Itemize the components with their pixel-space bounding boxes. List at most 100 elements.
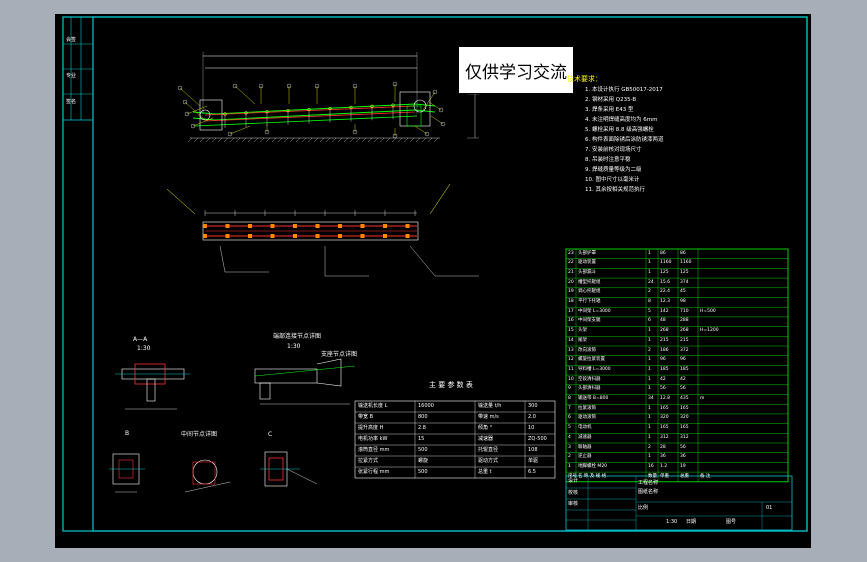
part-balloon — [352, 83, 358, 89]
plan-bolt — [248, 234, 252, 238]
ground-hatch — [367, 137, 373, 143]
part-balloon — [440, 121, 446, 127]
param-table-frame — [354, 400, 556, 479]
left-strip — [62, 16, 94, 121]
plan-leader — [219, 245, 226, 273]
part-balloon — [190, 123, 196, 129]
bom-cell: 22 — [568, 260, 574, 266]
bom-cell: 125 — [660, 269, 669, 275]
bom-cell: 1 — [648, 366, 651, 372]
bom-cell: 电动机 — [578, 425, 592, 431]
bom-cell: 8 — [568, 396, 571, 401]
note-line: 1. 本设计执行 GB50017-2017 — [585, 87, 663, 93]
bom-cell: 平行下托辊 — [578, 299, 601, 304]
frame-chord-bottom — [204, 111, 416, 122]
bom-cell: 5 — [648, 308, 651, 314]
idler — [370, 104, 374, 108]
bom-cell: 6 — [568, 415, 571, 421]
ground-hatch — [265, 137, 271, 143]
part-balloon — [314, 83, 320, 89]
bom-cell: 1 — [648, 328, 651, 334]
idler — [307, 107, 311, 112]
ground-hatch — [301, 137, 307, 143]
bom-cell: 165 — [660, 405, 669, 411]
plan-bolt — [270, 234, 275, 238]
bom-cell: 28 — [660, 444, 666, 450]
param-cell: 电机功率 kW — [358, 436, 388, 442]
param-cell: 15 — [418, 436, 425, 442]
ground-hatch — [373, 137, 379, 143]
leader-line — [234, 85, 256, 105]
ground-hatch — [391, 137, 397, 143]
idler — [391, 103, 395, 107]
plan-bolt — [383, 234, 387, 238]
bom-cell: 逆止器 — [578, 454, 592, 460]
bom-cell: 4 — [568, 434, 571, 440]
plan-bolt — [203, 234, 207, 238]
param-cell: 螺旋 — [418, 458, 429, 464]
detail-2-plate — [192, 461, 216, 485]
param-cell: 输送量 t/h — [478, 403, 502, 409]
plan-bolt — [405, 234, 410, 238]
part-balloon — [177, 85, 183, 91]
bom-cell: 18 — [568, 299, 574, 304]
bom-cell: 15.6 — [660, 279, 671, 285]
part-balloon — [258, 83, 264, 89]
detail-1-bracket — [316, 358, 342, 387]
bom-cell: 374 — [680, 279, 689, 285]
note-line: 7. 安装前核对现场尺寸 — [585, 147, 642, 153]
plan-bolt — [248, 224, 252, 228]
param-cell: 500 — [418, 469, 428, 475]
plan-bolt — [315, 234, 320, 238]
param-cell: 提升高度 H — [358, 425, 384, 431]
bom-cell: 尾架 — [578, 337, 587, 343]
bom-cell: 215 — [660, 337, 669, 343]
bom-cell: 435 — [680, 396, 689, 401]
ground-hatch — [433, 137, 439, 143]
ground-hatch — [271, 137, 277, 143]
plan-outline — [202, 221, 419, 241]
ground-hatch — [223, 137, 229, 143]
bom-cell: 98 — [680, 299, 686, 304]
note-line: 5. 螺栓采用 8.8 级高强螺栓 — [585, 127, 654, 133]
param-cell: 驱动方式 — [478, 458, 499, 464]
bom-cell: 14 — [568, 337, 574, 343]
bom-cell: 地脚螺栓 M20 — [578, 463, 608, 469]
bom-cell: 头部清扫器 — [578, 386, 601, 392]
bom-cell: 头部护罩 — [578, 250, 596, 256]
bom-cell: 中间架 L=3000 — [578, 308, 611, 314]
idler — [286, 109, 290, 113]
bom-cell: 186 — [660, 347, 669, 353]
plan-bolt — [360, 234, 365, 238]
ground-hatch — [199, 137, 205, 143]
ground-hatch — [337, 137, 343, 143]
ground-hatch — [259, 137, 265, 143]
note-line: 2. 钢材采用 Q235-B — [585, 97, 637, 103]
bom-cell: 槽型托辊组 — [578, 279, 601, 285]
bom-cell: 96 — [680, 357, 686, 363]
bom-cell: 1 — [648, 415, 651, 421]
part-balloon — [424, 131, 430, 137]
bom-cell: 96 — [660, 357, 666, 363]
ground-hatch — [283, 137, 289, 143]
ground-hatch — [193, 137, 199, 143]
ground-hatch — [229, 137, 235, 143]
param-cell: 16000 — [418, 403, 434, 409]
ground-hatch — [403, 137, 409, 143]
bom-cell: 1 — [648, 454, 651, 460]
ground-hatch — [247, 137, 253, 143]
bom-cell: 19 — [568, 289, 574, 295]
detail-label-2: 中间节点详图 — [181, 431, 218, 438]
leader-line — [422, 91, 436, 111]
plan-bolt — [225, 234, 230, 238]
bom-cell: 1 — [648, 376, 651, 382]
ground-hatch — [343, 137, 349, 143]
param-cell: 总重 t — [478, 469, 492, 475]
bom-cell: 1 — [648, 337, 651, 343]
ground-hatch — [385, 137, 391, 143]
bom-cell: 2 — [648, 347, 651, 353]
bom-cell: 710 — [680, 308, 689, 314]
bom-cell: 9 — [568, 386, 571, 392]
bom-cell: H=500 — [700, 308, 716, 314]
